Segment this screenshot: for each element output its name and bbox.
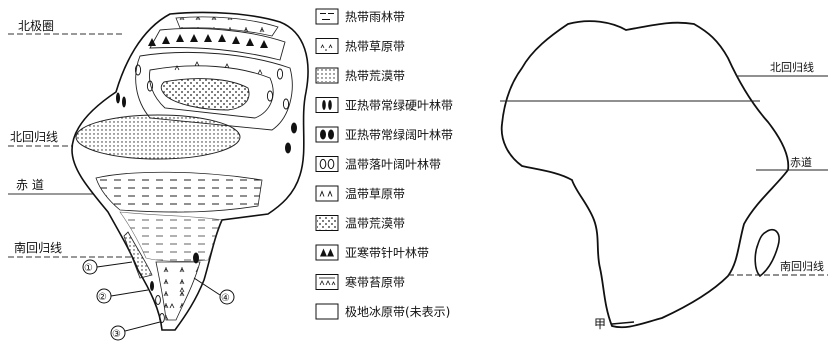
grass-marks — [169, 61, 263, 309]
zone-tropical-rainforest — [95, 171, 263, 213]
legend-label: 温带荒漠带 — [345, 217, 405, 231]
africa-outline — [500, 20, 790, 329]
legend-item-polar-ice: 极地冰原带(未表示) — [315, 303, 450, 320]
legend-swatch — [315, 126, 339, 143]
zone-tundra — [175, 16, 279, 37]
legend-item-temperate-deciduous: 温带落叶阔叶林带 — [315, 156, 441, 172]
legend-item-subtropical-broadleaf: 亚热带常绿阔叶林带 — [315, 126, 453, 143]
point-jia-pointer — [611, 321, 635, 325]
legend-label: 温带落叶阔叶林带 — [345, 158, 441, 172]
legend-swatch — [315, 274, 339, 290]
arctic-circle-label: 北极圈 — [18, 19, 54, 33]
legend-item-tropical-grassland: 热带草原带 — [315, 38, 405, 54]
callout-4: ④ — [193, 277, 235, 305]
africa-map: 北回归线 赤道 南回归线 甲 — [500, 20, 828, 331]
legend-label: 温带草原带 — [345, 187, 405, 201]
legend-label: 热带雨林带 — [345, 10, 405, 24]
callout-2: ② — [96, 288, 149, 304]
zone-tropical-grassland — [119, 211, 223, 262]
legend-item-subtropical-sclerophyll: 亚热带常绿硬叶林带 — [315, 97, 453, 113]
legend-item-temperate-desert: 温带荒漠带 — [315, 215, 405, 231]
legend-item-tropical-desert: 热带荒漠带 — [315, 67, 405, 84]
legend-label: 热带草原带 — [345, 40, 405, 54]
legend-swatch — [315, 303, 339, 320]
legend-swatch — [315, 185, 339, 202]
legend-label: 亚热带常绿阔叶林带 — [345, 127, 453, 142]
zone-tropical-desert — [75, 114, 241, 160]
legend-swatch — [315, 97, 339, 113]
africa-tropic-cancer-label: 北回归线 — [770, 60, 814, 74]
svg-text:①: ① — [84, 263, 93, 274]
legend-label: 极地冰原带(未表示) — [345, 305, 450, 319]
svg-text:④: ④ — [221, 293, 230, 304]
broadleaf-marks — [193, 122, 297, 264]
legend-item-tropical-rainforest: 热带雨林带 — [315, 8, 405, 25]
callout-3: ③ — [110, 321, 161, 341]
tropic-cancer-label: 北回归线 — [10, 130, 58, 144]
conifer-marks — [148, 34, 268, 48]
africa-equator-label: 赤道 — [790, 155, 812, 169]
legend-item-subarctic-coniferous: 亚寒带针叶林带 — [315, 244, 429, 261]
legend: 热带雨林带热带草原带热带荒漠带亚热带常绿硬叶林带亚热带常绿阔叶林带温带落叶阔叶林… — [315, 8, 453, 320]
point-jia-label: 甲 — [594, 317, 606, 331]
zone-southern-grassland — [155, 261, 201, 321]
zone-temperate-deciduous — [135, 51, 293, 131]
legend-swatch — [315, 244, 339, 261]
legend-swatch — [315, 38, 339, 54]
tip-marks — [155, 295, 165, 323]
africa-capricorn-label: 南回归线 — [780, 259, 824, 273]
sclerophyll-marks — [116, 92, 154, 291]
legend-swatch — [315, 156, 339, 172]
svg-text:②: ② — [98, 292, 107, 303]
legend-item-tundra: 寒带苔原带 — [315, 274, 405, 290]
legend-swatch — [315, 8, 339, 25]
zone-temperate-grassland — [149, 65, 274, 119]
legend-label: 亚寒带针叶林带 — [345, 245, 429, 260]
zone-coniferous — [149, 28, 286, 61]
zone-southern-desert — [123, 231, 153, 279]
zone-temperate-desert — [160, 78, 250, 111]
ideal-continent-diagram: 北极圈 北回归线 赤 道 南回归线 — [8, 11, 309, 341]
callout-1: ① — [82, 259, 133, 275]
tropic-capricorn-label: 南回归线 — [14, 240, 62, 255]
svg-text:③: ③ — [112, 329, 121, 340]
deciduous-marks — [134, 64, 290, 110]
legend-label: 亚热带常绿硬叶林带 — [345, 98, 453, 113]
madagascar — [754, 228, 780, 278]
equator-label: 赤 道 — [16, 178, 44, 192]
legend-item-temperate-grassland: 温带草原带 — [315, 185, 405, 202]
legend-label: 寒带苔原带 — [345, 275, 405, 290]
legend-label: 热带荒漠带 — [345, 69, 405, 83]
